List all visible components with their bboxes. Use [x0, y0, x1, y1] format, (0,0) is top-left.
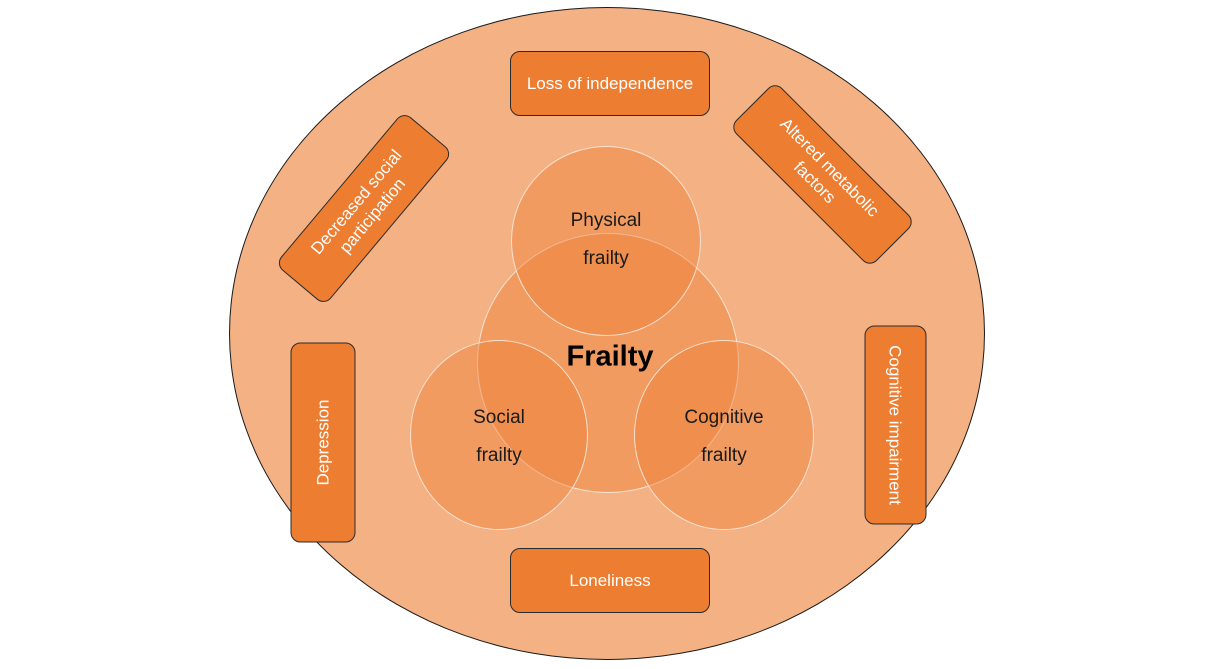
social-frailty-circle: [410, 340, 588, 530]
cognitive-frailty-circle: [634, 340, 814, 530]
social-frailty-label: Social frailty: [473, 407, 525, 466]
physical-frailty-label: Physical frailty: [570, 210, 642, 269]
physical-frailty-circle: [511, 146, 701, 336]
factor-loneliness: Loneliness: [510, 548, 710, 613]
factor-cognitive-impairment: Cognitive impairment: [864, 325, 927, 525]
cognitive-frailty-label: Cognitive frailty: [684, 407, 764, 466]
factor-loss-of-independence: Loss of independence: [510, 51, 710, 116]
frailty-center-label: Frailty: [566, 340, 654, 373]
factor-depression: Depression: [290, 342, 356, 543]
